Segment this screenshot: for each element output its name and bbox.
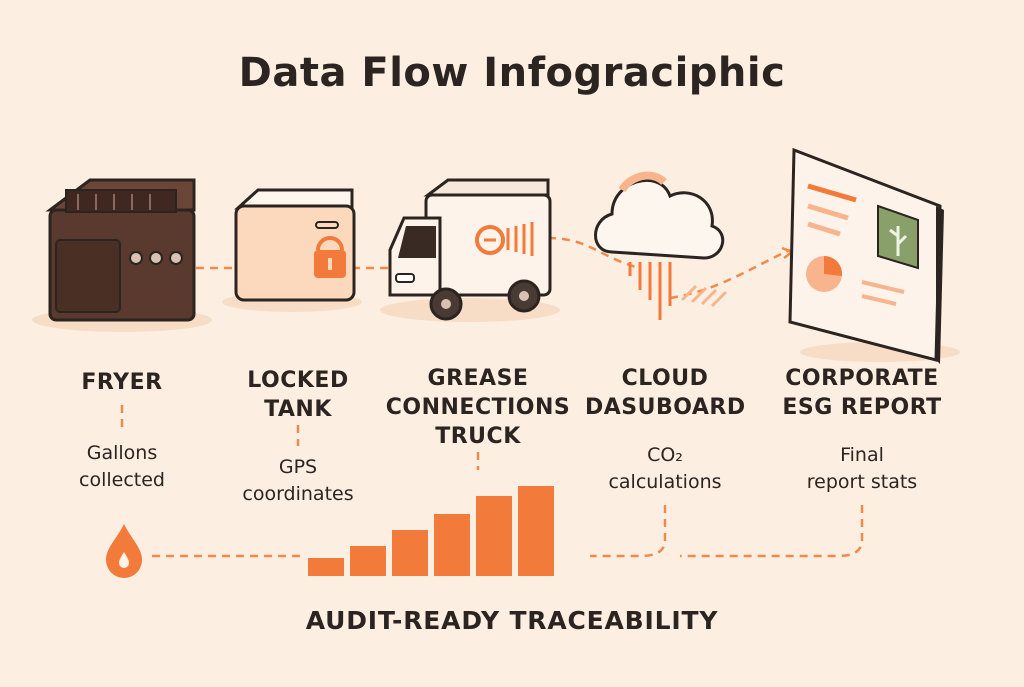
locked-tank-icon <box>222 188 362 312</box>
rising-bars-icon <box>308 486 554 576</box>
stage-label-esg-report: CORPORATE ESG REPORT <box>772 364 952 422</box>
truck-icon <box>380 178 560 322</box>
stage-label-locked-tank: LOCKED TANK <box>238 366 358 424</box>
stage-desc-locked-tank: GPS coordinates <box>238 454 358 508</box>
flow-connectors <box>120 236 864 558</box>
stage-desc-line: calculations <box>608 471 722 493</box>
stage-label-line: GREASE <box>427 366 529 391</box>
audit-traceability-label: AUDIT-READY TRACEABILITY <box>305 606 719 635</box>
stage-desc-esg-report: Final report stats <box>792 442 932 496</box>
stage-desc-line: GPS <box>278 456 318 478</box>
stage-label-line: ESG REPORT <box>782 395 942 420</box>
stage-label-line: LOCKED <box>247 368 349 393</box>
stage-label-line: DASUBOARD <box>585 395 746 420</box>
stage-desc-line: coordinates <box>242 483 354 505</box>
stage-label-line: TRUCK <box>435 424 521 449</box>
stage-label-line: FRYER <box>81 370 163 395</box>
stage-desc-line: report stats <box>806 471 918 493</box>
stage-label-line: CORPORATE <box>785 366 939 391</box>
stage-desc-line: Gallons <box>86 442 158 464</box>
fryer-icon <box>32 178 212 332</box>
stage-desc-cloud: CO₂ calculations <box>595 442 735 496</box>
stage-label-line: CONNECTIONS <box>385 395 571 420</box>
stage-label-fryer: FRYER <box>62 368 182 397</box>
stage-label-truck: GREASE CONNECTIONS TRUCK <box>378 364 578 451</box>
stage-label-line: TANK <box>264 397 332 422</box>
esg-report-icon <box>788 147 960 364</box>
stage-desc-line: collected <box>79 469 165 491</box>
stage-desc-line: Final <box>840 444 884 466</box>
oil-drop-icon <box>106 524 142 578</box>
cloud-icon <box>594 171 728 320</box>
infographic-title: Data Flow Infograciphic <box>238 50 786 96</box>
stage-label-cloud: CLOUD DASUBOARD <box>585 364 745 422</box>
stage-desc-line: CO₂ <box>647 444 683 466</box>
stage-desc-fryer: Gallons collected <box>62 440 182 494</box>
stage-label-line: CLOUD <box>621 366 709 391</box>
